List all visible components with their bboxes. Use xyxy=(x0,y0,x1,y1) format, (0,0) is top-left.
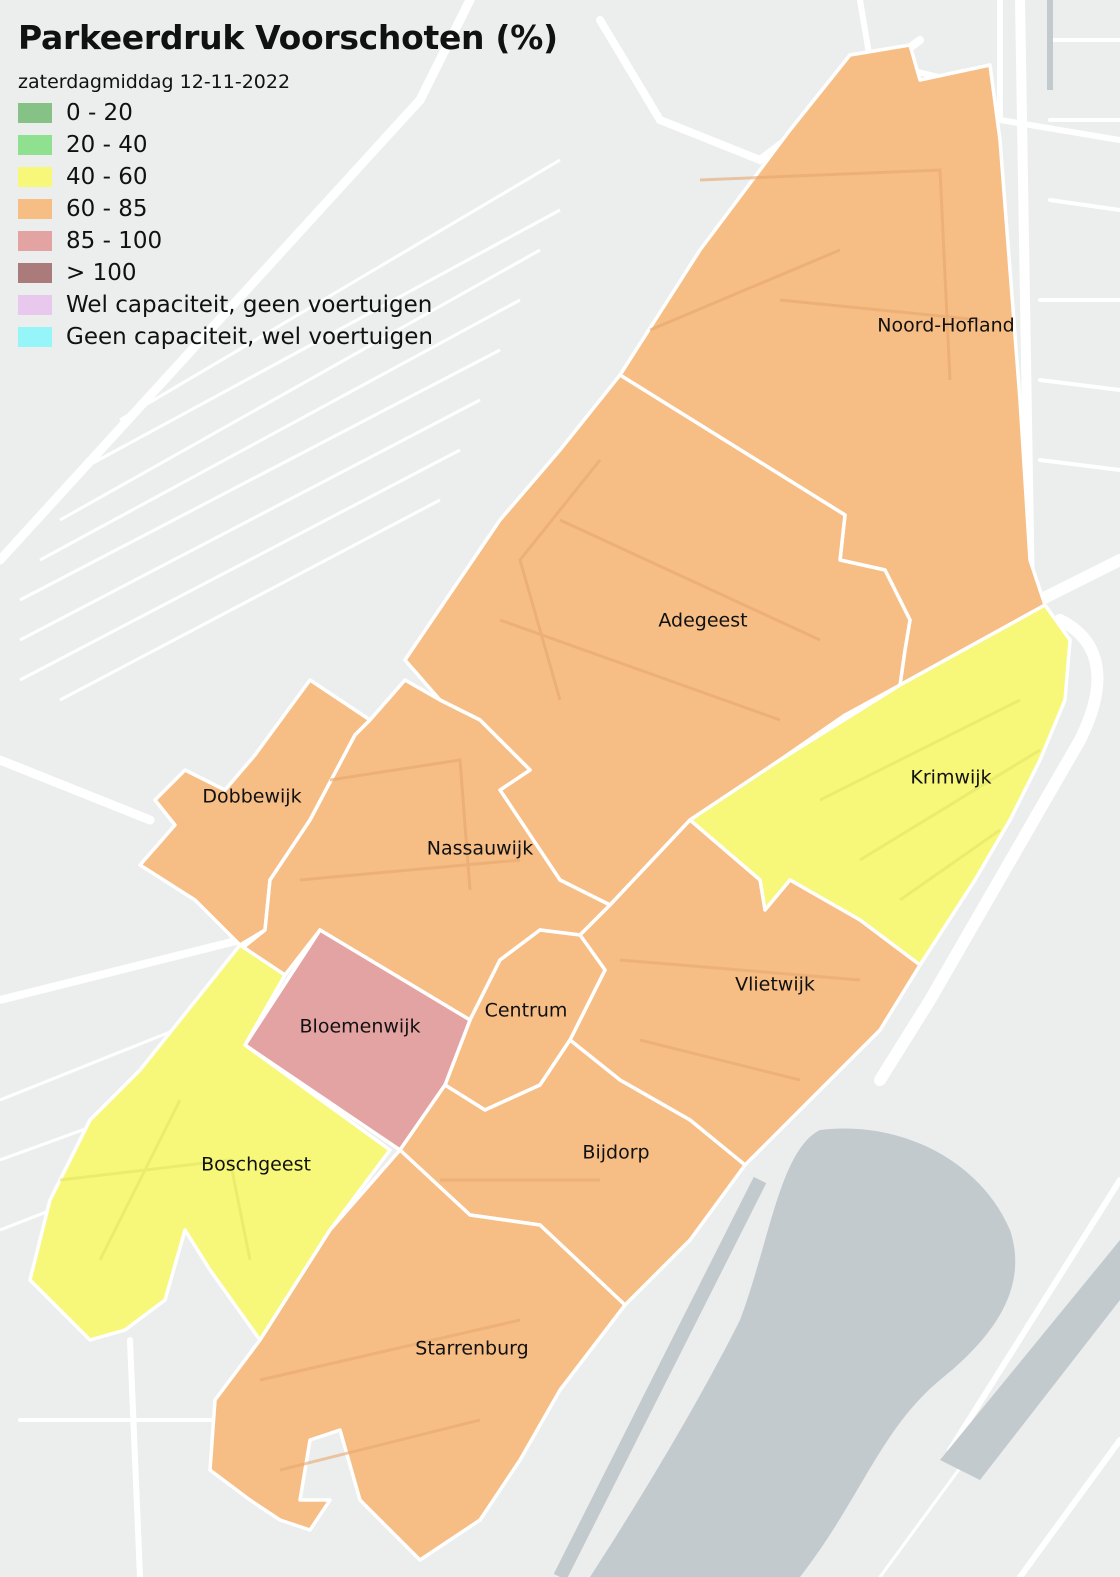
legend-swatch xyxy=(18,167,52,187)
legend-item: 40 - 60 xyxy=(18,161,558,193)
label-vlietwijk: Vlietwijk xyxy=(735,974,815,996)
label-noord-hofland: Noord-Hofland xyxy=(877,315,1014,337)
legend-item: 20 - 40 xyxy=(18,129,558,161)
map-title: Parkeerdruk Voorschoten (%) xyxy=(18,18,558,57)
map-subtitle: zaterdagmiddag 12-11-2022 xyxy=(18,71,291,93)
legend-item: 60 - 85 xyxy=(18,193,558,225)
legend-swatch xyxy=(18,199,52,219)
legend-label: 85 - 100 xyxy=(66,228,163,254)
legend-swatch xyxy=(18,103,52,123)
district-street-texture xyxy=(259,168,981,1472)
district-boschgeest[interactable] xyxy=(28,943,392,1342)
boschgeest-texture xyxy=(59,1099,252,1261)
legend-swatch xyxy=(18,295,52,315)
label-adegeest: Adegeest xyxy=(658,610,747,632)
label-krimwijk: Krimwijk xyxy=(910,767,991,789)
water-body xyxy=(590,1128,1016,1577)
legend-label: 20 - 40 xyxy=(66,132,148,158)
label-centrum: Centrum xyxy=(485,1000,568,1022)
district-starrenburg[interactable] xyxy=(208,1148,627,1562)
legend-label: Wel capaciteit, geen voertuigen xyxy=(66,292,433,318)
label-nassauwijk: Nassauwijk xyxy=(427,838,533,860)
label-bijdorp: Bijdorp xyxy=(582,1142,649,1164)
map-legend: Parkeerdruk Voorschoten (%) zaterdagmidd… xyxy=(18,18,558,353)
label-dobbewijk: Dobbewijk xyxy=(202,786,301,808)
label-boschgeest: Boschgeest xyxy=(201,1154,311,1176)
legend-label: 60 - 85 xyxy=(66,196,148,222)
legend-item: 85 - 100 xyxy=(18,225,558,257)
label-bloemenwijk: Bloemenwijk xyxy=(300,1016,421,1038)
legend-item: Geen capaciteit, wel voertuigen xyxy=(18,321,558,353)
legend-item: 0 - 20 xyxy=(18,97,558,129)
legend-swatch xyxy=(18,135,52,155)
legend-label: > 100 xyxy=(66,260,137,286)
water-channel xyxy=(553,1176,767,1577)
legend-swatch xyxy=(18,263,52,283)
water-edge xyxy=(940,1240,1120,1480)
legend-swatch xyxy=(18,327,52,347)
label-starrenburg: Starrenburg xyxy=(415,1338,528,1360)
legend-item: > 100 xyxy=(18,257,558,289)
krimwijk-texture xyxy=(819,698,1041,902)
legend-label: 0 - 20 xyxy=(66,100,133,126)
legend-swatch xyxy=(18,231,52,251)
legend-label: Geen capaciteit, wel voertuigen xyxy=(66,324,433,350)
legend-label: 40 - 60 xyxy=(66,164,148,190)
legend-item: Wel capaciteit, geen voertuigen xyxy=(18,289,558,321)
